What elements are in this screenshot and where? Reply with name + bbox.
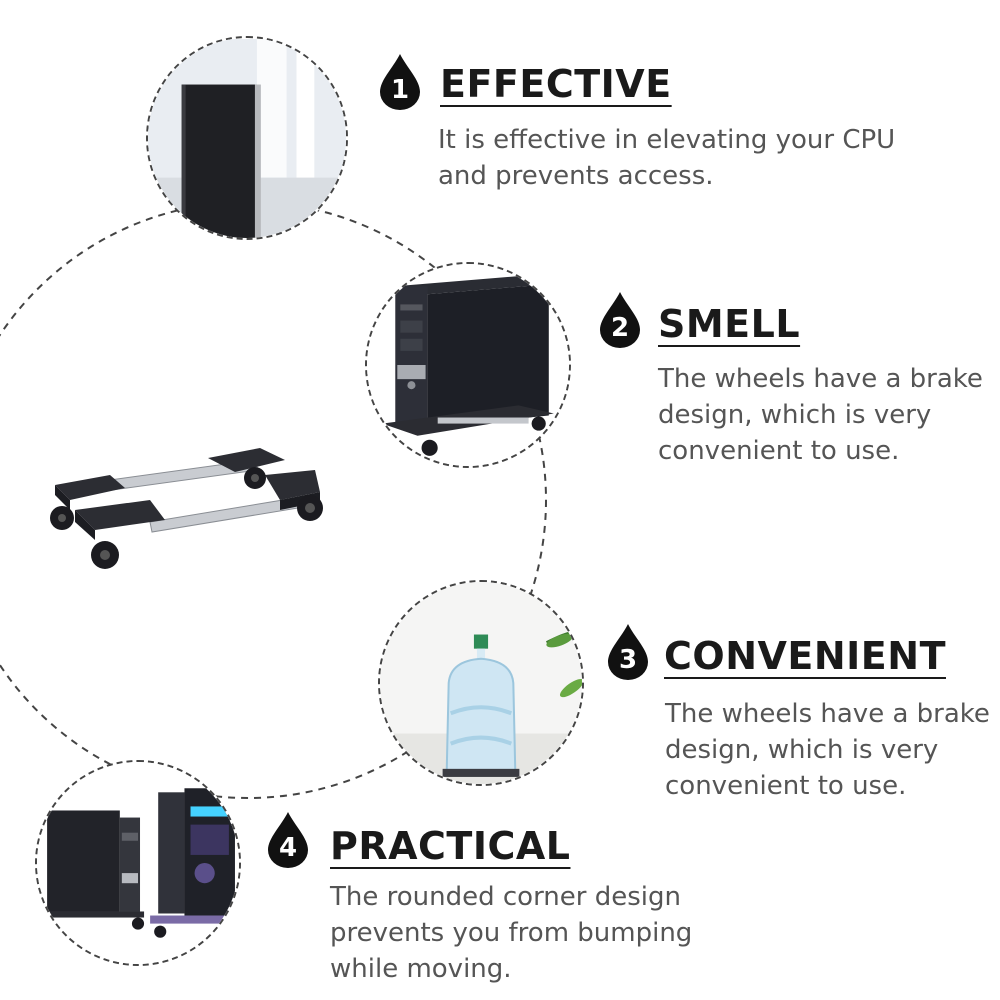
feature-2-title: SMELL	[658, 302, 801, 346]
computer-case-photo	[365, 262, 571, 468]
feature-3-description: The wheels have a brake design, which is…	[665, 699, 990, 801]
computer-case-illustration	[367, 264, 569, 466]
feature-1-title: EFFECTIVE	[440, 62, 672, 106]
feature-4-title: PRACTICAL	[330, 824, 571, 868]
feature-4-number: 4	[278, 833, 298, 863]
feature-2-description: The wheels have a brake design, which is…	[658, 364, 983, 466]
feature-4-description: The rounded corner design prevents you f…	[330, 882, 693, 984]
water-drop-icon	[380, 54, 420, 110]
feature-3-number: 3	[618, 645, 638, 675]
water-jug-photo	[378, 580, 584, 786]
water-drop-icon	[600, 292, 640, 348]
water-drop-icon	[608, 624, 648, 680]
feature-4-badge: 4	[268, 812, 308, 868]
two-computer-cases-illustration	[37, 762, 239, 964]
feature-2-badge: 2	[600, 292, 640, 348]
water-drop-icon	[268, 812, 308, 868]
wheeled-cpu-stand-image	[50, 448, 323, 569]
two-computer-cases-photo	[35, 760, 241, 966]
cpu-tower-photo	[146, 36, 348, 240]
water-jug-illustration	[380, 582, 582, 784]
feature-1-number: 1	[390, 75, 410, 105]
feature-1-badge: 1	[380, 54, 420, 110]
feature-1-description: It is effective in elevating your CPU an…	[438, 125, 896, 191]
feature-2-number: 2	[610, 313, 630, 343]
cpu-tower-illustration	[148, 39, 346, 238]
feature-3-title: CONVENIENT	[664, 634, 946, 678]
feature-3-badge: 3	[608, 624, 648, 680]
